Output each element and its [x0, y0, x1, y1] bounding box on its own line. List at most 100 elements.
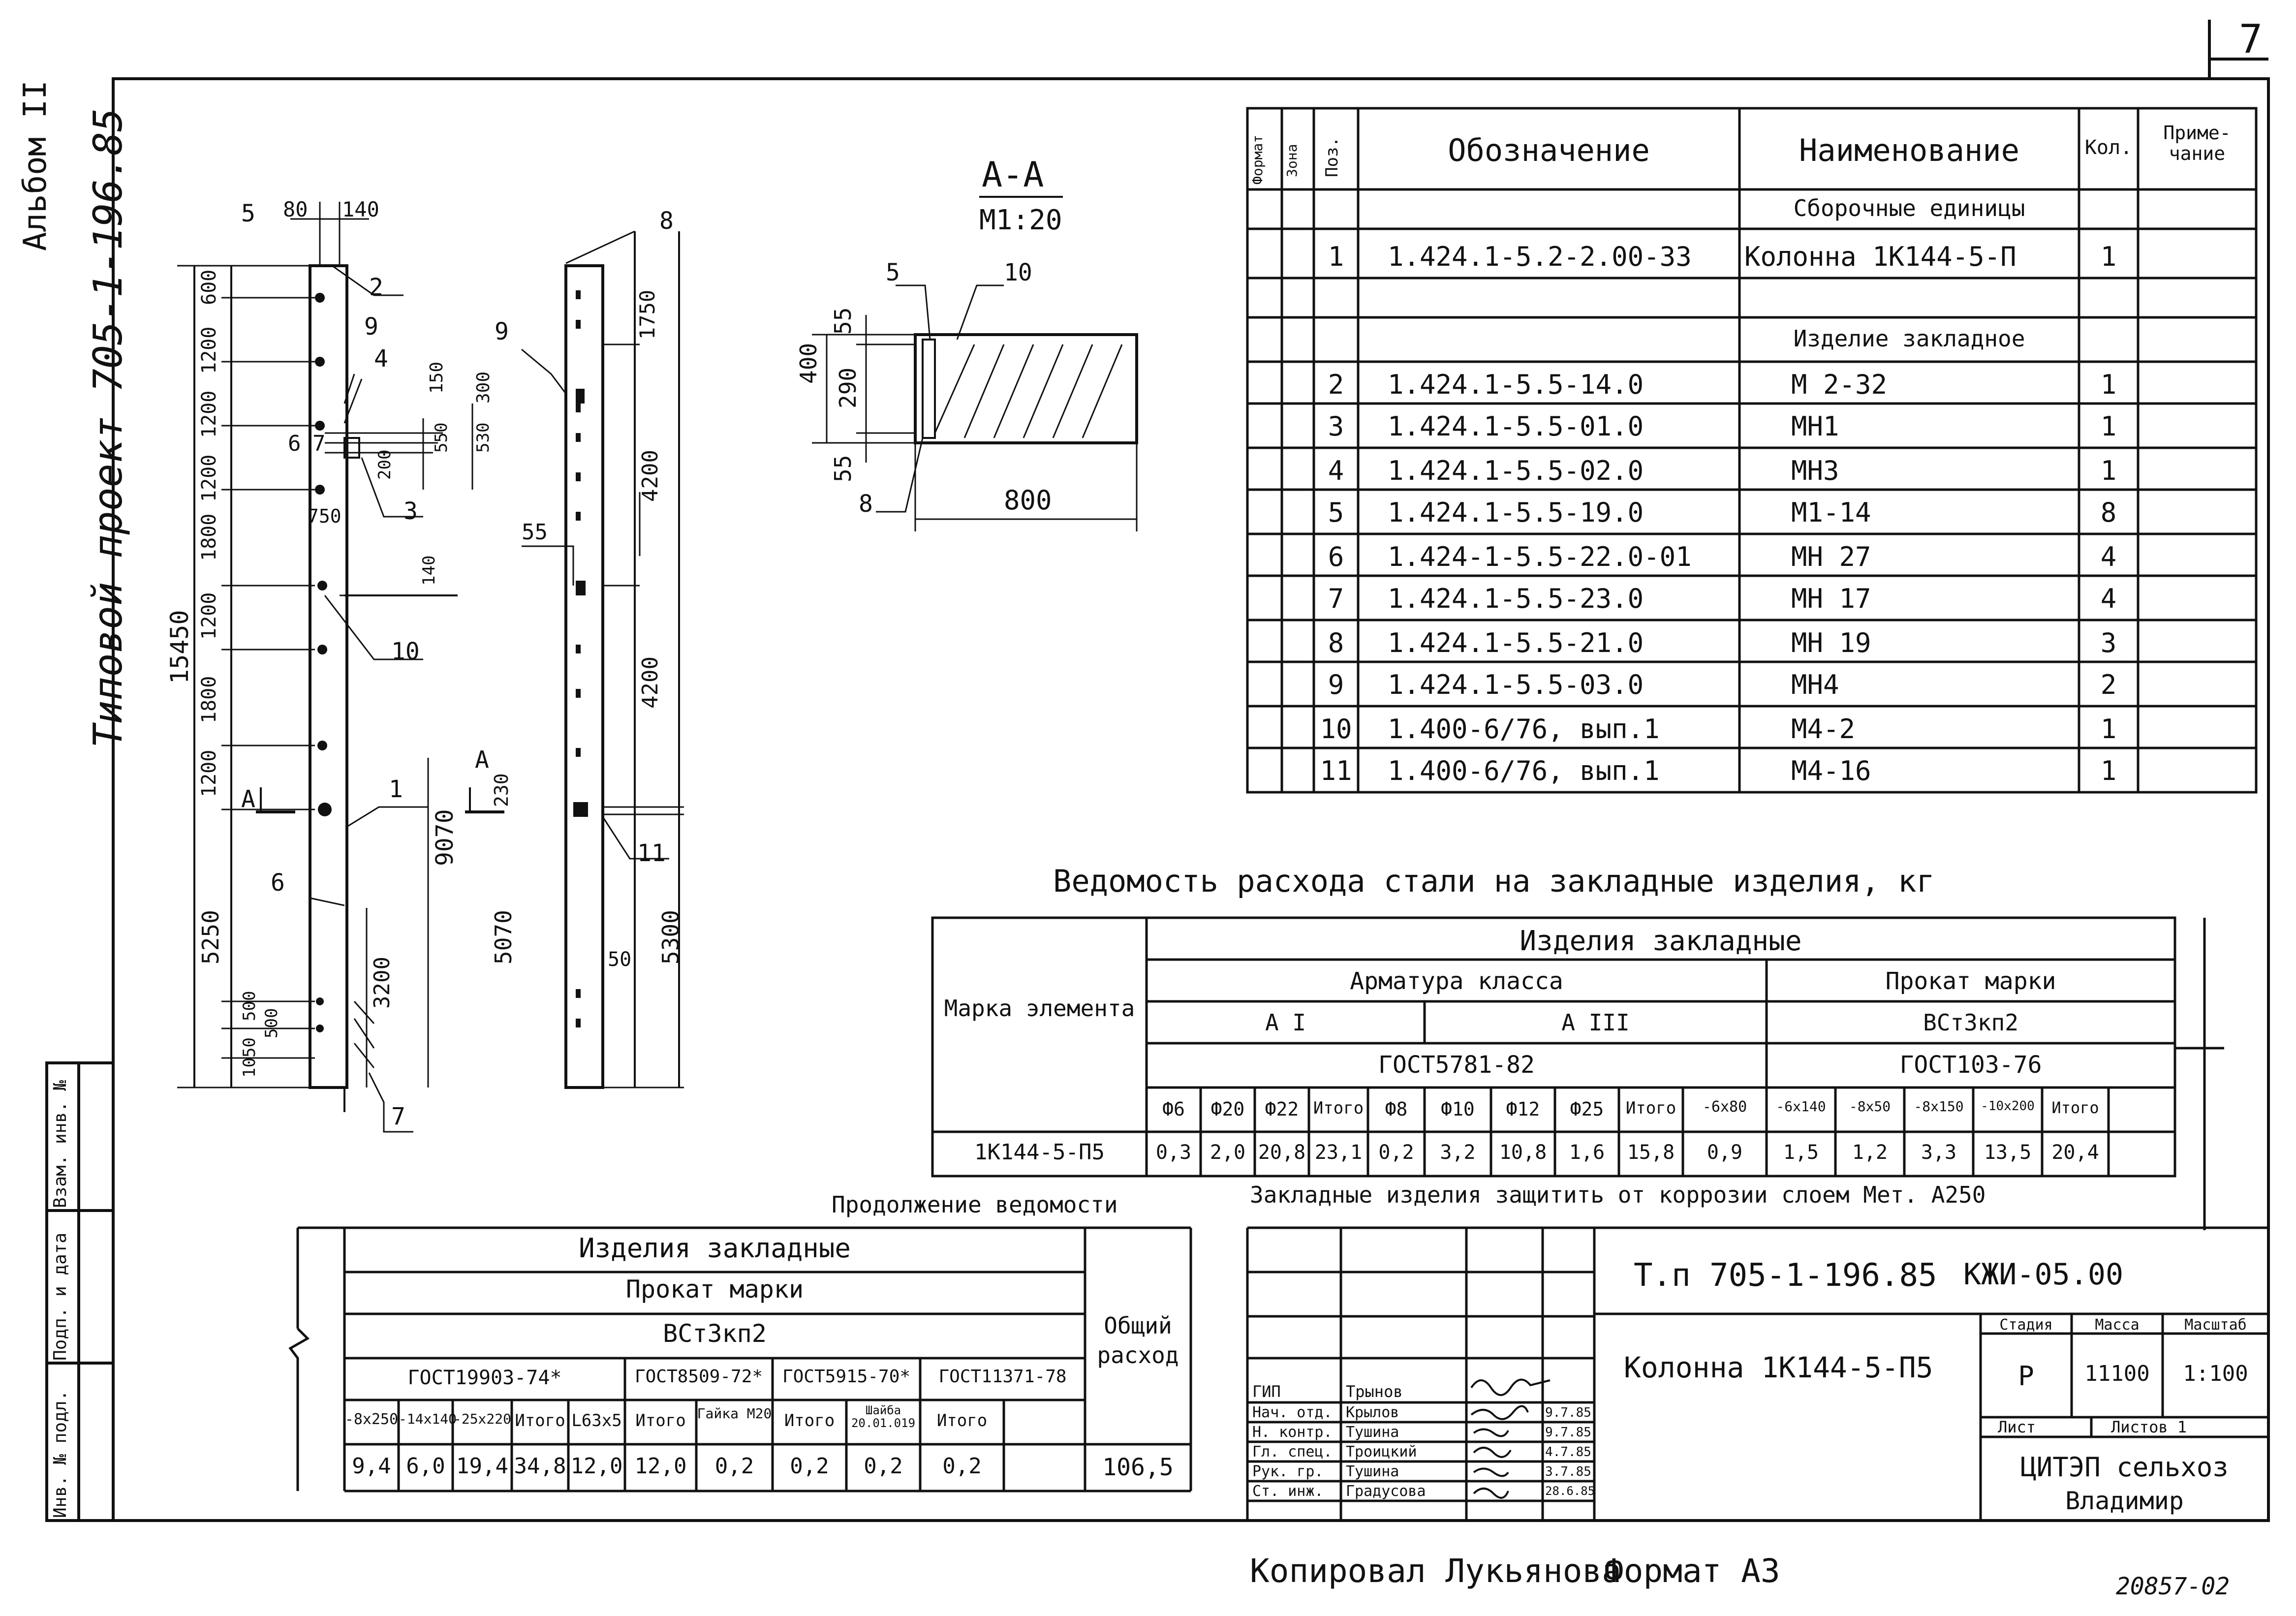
tb-h-stage: Стадия: [1999, 1316, 2053, 1334]
steel-col: Ф25: [1570, 1098, 1604, 1120]
dim-5250: 5250: [197, 910, 224, 964]
cont-title: Продолжение ведомости: [832, 1191, 1118, 1218]
footer-copied: Копировал Лукьянова: [1250, 1552, 1621, 1590]
steel-col: -6х80: [1702, 1098, 1747, 1116]
tb-person: Тушина: [1346, 1463, 1399, 1480]
cont-gost1: ГОСТ19903-74*: [407, 1367, 562, 1389]
dim-230: 230: [491, 773, 512, 807]
steel-table-grid: [931, 916, 2224, 1230]
cont-gost4: ГОСТ11371-78: [938, 1367, 1067, 1387]
spec-row-name: М1-14: [1791, 497, 1871, 528]
dim-750: 750: [308, 505, 341, 527]
steel-col: Ф10: [1441, 1098, 1475, 1120]
dim-1200d: 1200: [198, 592, 220, 640]
cont-val: 0,2: [864, 1454, 903, 1479]
cont-col: Гайка М20: [697, 1405, 772, 1422]
cont-total: 106,5: [1102, 1454, 1174, 1481]
dim-500a: 500: [240, 991, 259, 1021]
dim-150: 150: [427, 361, 447, 394]
cont-val: 0,2: [790, 1454, 829, 1479]
spec-row-pos: 9: [1328, 669, 1344, 700]
cont-val: 0,2: [942, 1454, 982, 1479]
cont-total-label: Общий расход: [1097, 1312, 1179, 1368]
dim-1200b: 1200: [198, 390, 220, 438]
dim-1200c: 1200: [198, 454, 220, 502]
spec-row-name: М4-16: [1791, 755, 1871, 786]
section-pos5: 5: [886, 259, 900, 286]
stamp-inv: Инв. № подл.: [50, 1390, 70, 1518]
spec-row-qty: 4: [2100, 541, 2117, 572]
spec-h-designation: Обозначение: [1448, 132, 1650, 168]
steel-col: Ф20: [1210, 1098, 1245, 1120]
spec-row-des: 1.424-1-5.5-22.0-01: [1388, 541, 1692, 572]
tb-date: 3.7.85: [1545, 1464, 1591, 1479]
spec-row-pos: 11: [1320, 755, 1352, 786]
steel-val: 15,8: [1627, 1141, 1675, 1164]
spec-row-name: МН4: [1791, 669, 1839, 700]
section-pos10: 10: [1004, 259, 1032, 286]
callout-2: 2: [369, 274, 383, 301]
callout-10: 10: [391, 638, 420, 665]
column-elevation-right: [465, 230, 684, 1089]
steel-col: Ф22: [1265, 1098, 1299, 1120]
spec-row-qty: 1: [2100, 369, 2117, 400]
spec-h-format: Формат: [1249, 134, 1266, 185]
spec-row-pos: 4: [1328, 455, 1344, 486]
cont-h2: Прокат марки: [625, 1275, 804, 1304]
spec-h-name: Наименование: [1799, 132, 2019, 168]
cont-col: Итого: [515, 1411, 565, 1430]
steel-val: 0,3: [1155, 1141, 1192, 1164]
callout-6b: 6: [271, 869, 285, 897]
steel-col: Итого: [1625, 1098, 1676, 1118]
dim-140b: 140: [419, 555, 439, 586]
tb-code: Т.п 705-1-196.85: [1634, 1257, 1937, 1294]
spec-row-des: 1.424.1-5.5-21.0: [1388, 627, 1644, 658]
steel-val: 23,1: [1314, 1141, 1363, 1164]
tb-sheets: Листов 1: [2111, 1418, 2187, 1436]
spec-row-des: 1.424.1-5.5-14.0: [1388, 369, 1644, 400]
steel-val: 1,2: [1852, 1141, 1888, 1164]
dim-55: 55: [522, 520, 548, 545]
cont-val: 12,0: [570, 1454, 623, 1479]
cont-col: Шайба 20.01.019: [851, 1403, 916, 1430]
spec-row-qty: 1: [2100, 455, 2117, 486]
steel-h2a: Арматура класса: [1350, 967, 1563, 995]
steel-val: 2,0: [1210, 1141, 1246, 1164]
tb-doc: КЖИ-05.00: [1963, 1257, 2124, 1292]
dim-total: 15450: [165, 610, 194, 684]
dim-1050: 1050: [240, 1037, 259, 1078]
steel-val: 0,2: [1378, 1141, 1414, 1164]
spec-row-des: 1.400-6/76, вып.1: [1388, 755, 1660, 786]
steel-h3c: ВСт3кп2: [1923, 1009, 2018, 1036]
steel-val: 3,2: [1440, 1141, 1476, 1164]
section-dim-290: 290: [835, 367, 861, 408]
mark-a-right: А: [475, 746, 489, 774]
spec-row-qty: 4: [2100, 583, 2117, 614]
project-label: Типовой проект 705-1-196.85: [85, 108, 131, 748]
spec-row-des: 1.424.1-5.5-19.0: [1388, 497, 1644, 528]
tb-date: 9.7.85: [1545, 1425, 1591, 1440]
steel-h4a: ГОСТ5781-82: [1378, 1051, 1535, 1079]
spec-row-pos: 2: [1328, 369, 1344, 400]
corrosion-note: Закладные изделия защитить от коррозии с…: [1250, 1181, 1986, 1208]
cont-col: Итого: [936, 1411, 988, 1430]
spec-row-qty: 1: [2100, 411, 2117, 442]
tb-person: Градусова: [1346, 1483, 1426, 1500]
footer-inv: 20857-02: [2116, 1573, 2230, 1600]
cont-gost3: ГОСТ5915-70*: [782, 1367, 911, 1387]
spec-h-note: Приме-чание: [2163, 122, 2231, 164]
spec-row-pos: 10: [1320, 714, 1352, 745]
spec-row-qty: 3: [2100, 627, 2117, 658]
spec-row-qty: 1: [2100, 714, 2117, 745]
tb-role: Н. контр.: [1252, 1424, 1333, 1441]
cont-table-grid: [288, 1226, 1192, 1492]
spec-row-des: 1.424.1-5.5-23.0: [1388, 583, 1644, 614]
tb-role: Рук. гр.: [1252, 1463, 1324, 1480]
spec-row-des: 1.424.1-5.5-01.0: [1388, 411, 1644, 442]
tb-person: Трынов: [1346, 1382, 1403, 1401]
spec-table-grid: [1246, 107, 2258, 794]
spec-row-pos: 8: [1328, 627, 1344, 658]
dim-530: 530: [473, 422, 493, 453]
spec-row-name: Колонна 1К144-5-П: [1744, 241, 2017, 272]
dim-600: 600: [198, 269, 220, 305]
